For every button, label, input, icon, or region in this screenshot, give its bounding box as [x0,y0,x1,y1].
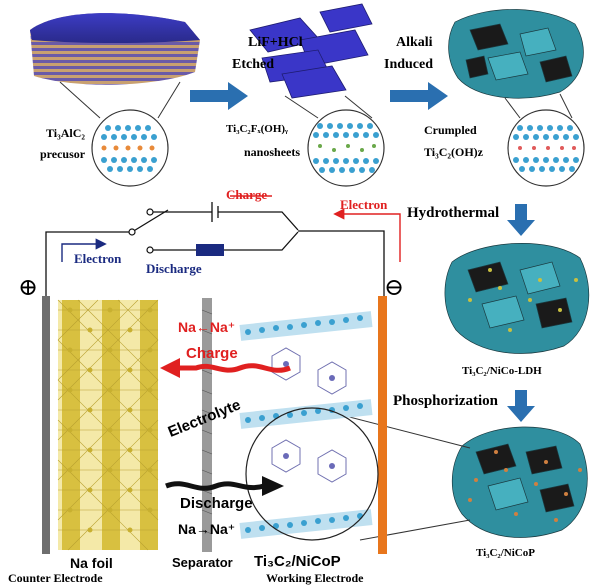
working-electrode-label: Working Electrode [266,571,364,585]
na-foil-lattice [57,299,159,551]
charge-wave-arrow [178,363,291,373]
etch-arrow [190,82,248,110]
nicop-cluster [451,426,588,538]
positive-terminal-symbol: ⊕ [18,275,39,301]
working-collector [378,296,387,554]
na-foil-label: Na foil [70,555,113,571]
zoom-line [59,81,101,119]
na-discharge-reaction: Na→Na⁺ [178,521,236,537]
electron-left-label: Electron [74,251,122,266]
nanosheets-label-1: Ti₃C₂Fₓ(OH)ᵧ [226,123,289,135]
ldh-label: Ti₃C₂/NiCo-LDH [462,365,542,377]
separator-bar [202,298,212,552]
zoom-line [329,411,471,449]
circuit-charge-label: Charge [226,187,268,202]
phosphorization-arrow [507,390,535,422]
hydrothermal-arrow [507,204,535,236]
ldh-cluster [444,243,590,354]
switch-pivot [128,228,136,236]
discharge-arrow-label: Discharge [180,495,253,512]
discharge-wave-head [262,476,284,496]
counter-electrode-label: Counter Electrode [8,571,103,585]
zoom-line [157,81,181,119]
separator-texture [201,309,213,535]
electron-right-label: Electron [340,197,388,212]
zoom-line [359,519,471,541]
charge-arrow-label: Charge [186,345,238,362]
precursor-label-2: precusor [40,147,86,161]
circuit-discharge-label: Discharge [146,261,202,276]
step2-bottom-label: Induced [384,57,434,72]
alkali-arrow [390,82,448,110]
separator-label: Separator [172,555,233,570]
step1-bottom-label: Etched [232,57,274,72]
ti3alc2-block [30,13,200,85]
electron-arrow-left [61,238,107,262]
mxene-layers [239,311,373,539]
na-charge-reaction: Na←Na⁺ [178,319,236,335]
zoom-circle-precursor [91,109,169,187]
step2-top-label: Alkali [396,35,433,50]
zoom-line [504,97,521,119]
circuit-wires [45,202,385,296]
precursor-label-1: Ti₃AlC₂ [46,126,85,140]
counter-collector [42,296,50,554]
charge-wave-head [160,358,180,378]
resistor-load [196,244,224,256]
discharge-wave-arrow [165,481,265,491]
phosphorization-label: Phosphorization [393,393,499,409]
nicop-atoms [283,361,335,469]
working-material-label: Ti₃C₂/NiCoP [254,553,341,570]
nanosheets-cluster [249,3,373,99]
switch-contact [146,246,154,254]
zoom-line [559,93,573,119]
negative-terminal-symbol: ⊖ [384,275,405,301]
hydrothermal-label: Hydrothermal [407,205,500,221]
nicop-cluster-label: Ti₃C₂/NiCoP [476,547,535,559]
step1-top-label: LiF+HCl [248,35,303,50]
zoom-line [344,95,373,119]
crumpled-label-2: Ti₃C₂(OH)z [424,145,483,159]
switch-contact [146,208,154,216]
nanosheets-label-2: nanosheets [244,145,301,159]
zoom-circle-working [245,407,379,541]
zoom-circle-nanosheets [307,109,385,187]
zoom-circle-crumpled [507,109,585,187]
zoom-line [284,95,319,119]
crumpled-label-1: Crumpled [424,123,477,137]
crumpled-cluster [448,9,584,99]
electron-arrow-right [333,208,401,262]
